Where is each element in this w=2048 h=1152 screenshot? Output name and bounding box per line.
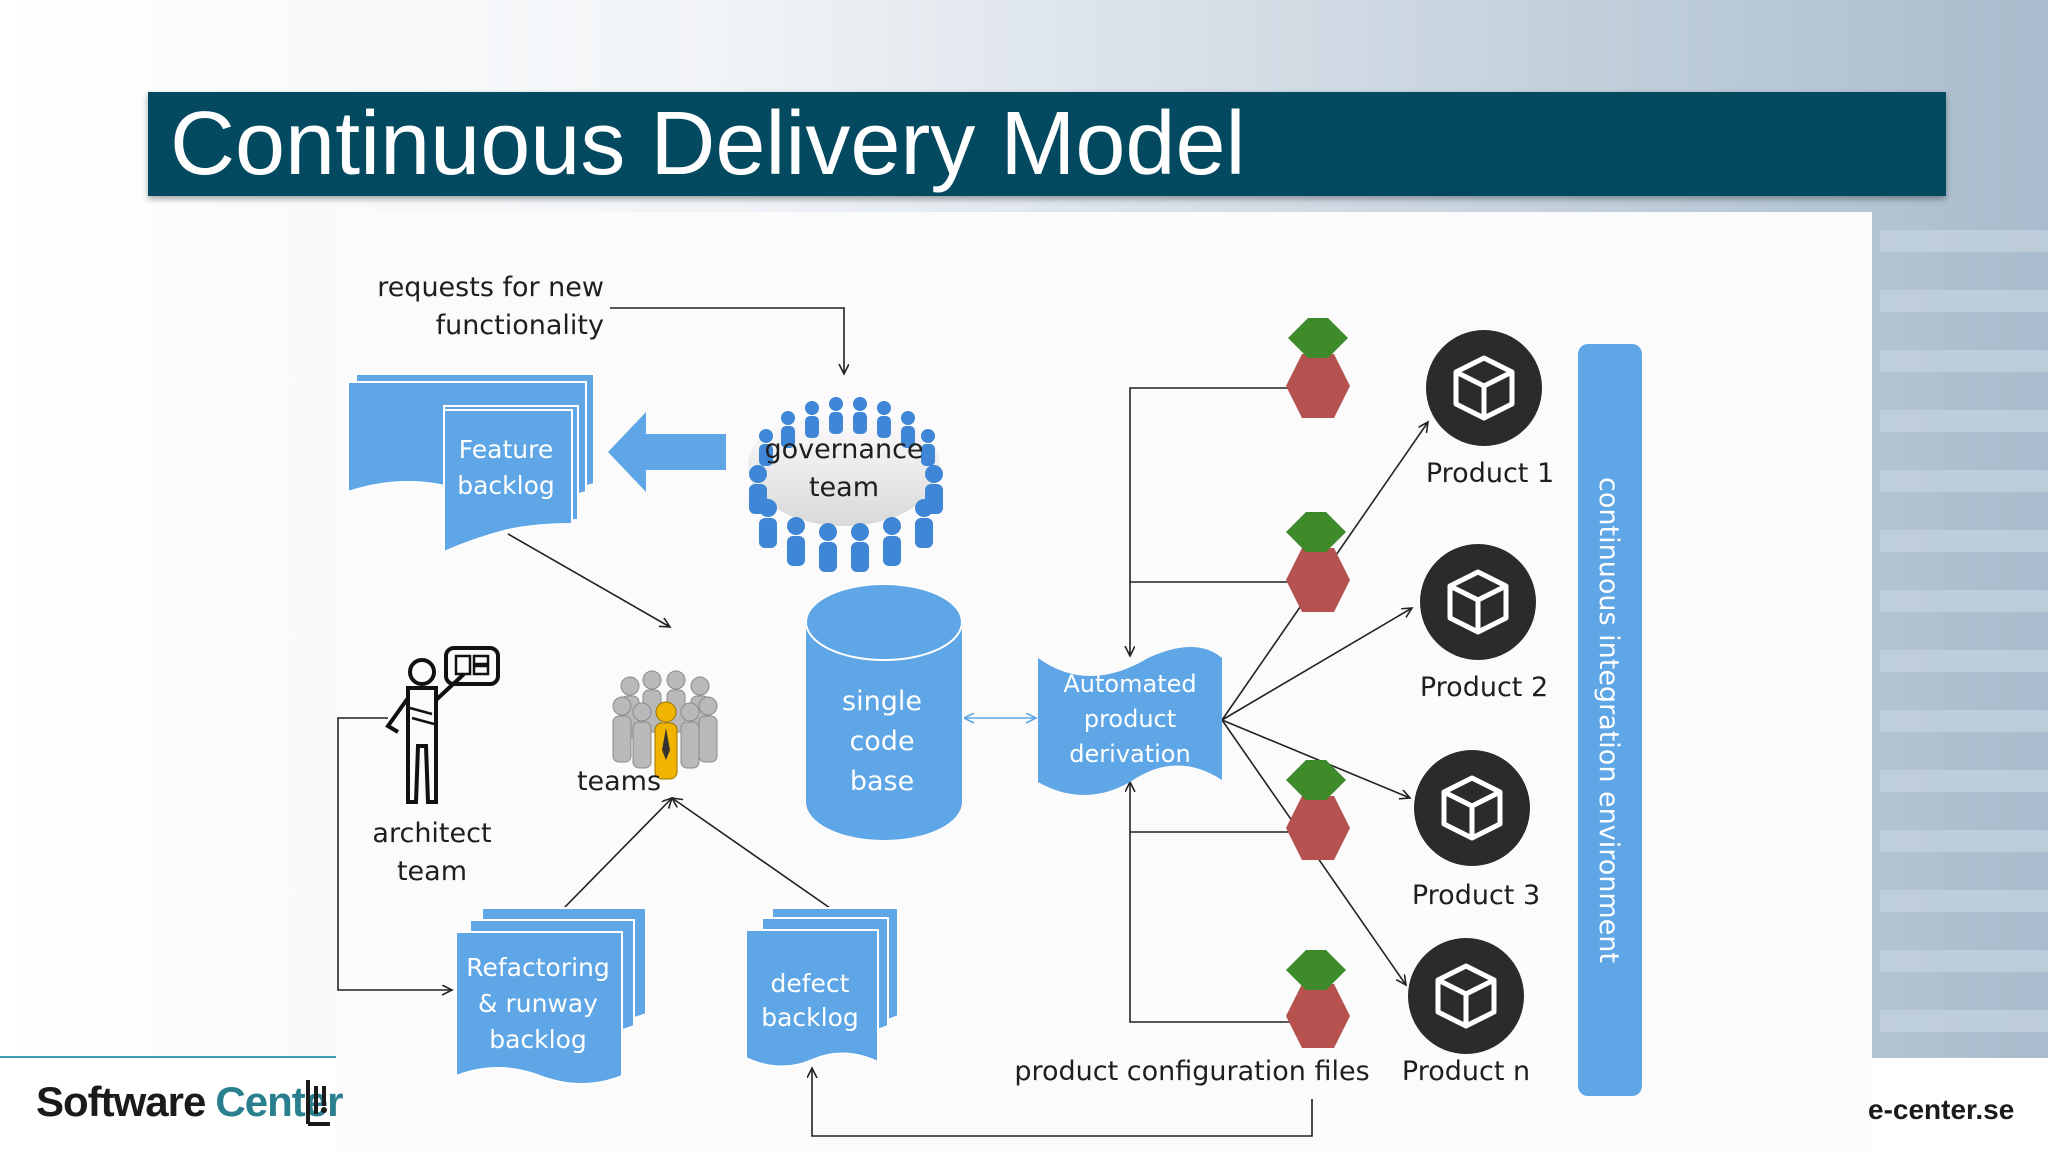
diagram-panel: requests for new functionality Feature b… [336,212,1872,1152]
hexagon-config-icon [1286,760,1350,860]
product-cube-icon [1426,330,1542,446]
architect-icon [385,646,500,804]
code-base-label-3: base [850,766,914,797]
refactoring-backlog: Refactoring & runway backlog [455,907,647,1085]
product-1-label: Product 1 [1426,458,1554,489]
defect-backlog: defect backlog [745,907,899,1068]
connectors [337,307,1428,1137]
teams-label: teams [577,766,661,797]
teams-icon [612,670,718,780]
brand-logo-icon [306,1080,330,1126]
brand-word-1: Software [36,1078,206,1125]
feature-backlog-label-1: Feature [459,435,553,464]
governance-label-2: team [809,472,879,503]
requests-label-line2: functionality [436,310,604,341]
requests-label-line1: requests for new [377,272,604,303]
code-base-label-1: single [842,686,922,717]
hexagon-config-icon [1286,318,1350,418]
feature-backlog-label-2: backlog [457,471,555,500]
derivation-label-2: product [1084,705,1176,733]
derivation-label-3: derivation [1069,740,1190,768]
hexagon-config-icon [1286,512,1350,612]
product-2-label: Product 2 [1420,672,1548,703]
footer-divider [0,1056,336,1058]
single-code-base: single code base [805,583,963,840]
governance-people-icon [748,397,943,572]
architect-label-2: team [397,856,467,887]
product-cube-icon [1420,544,1536,660]
ci-environment-bar: continuous integration environment [1578,344,1642,1096]
footer-url: e-center.se [1868,1094,2015,1125]
defect-label-1: defect [771,969,850,998]
product-cube-icon [1408,938,1524,1054]
governance-label-1: governance [764,434,923,465]
title-bar: Continuous Delivery Model [148,92,1946,196]
hexagon-config-icon [1286,950,1350,1048]
defect-label-2: backlog [761,1003,859,1032]
config-files-label: product configuration files [1014,1056,1369,1087]
ci-environment-label: continuous integration environment [1593,477,1624,963]
feature-backlog: Feature backlog [347,373,595,554]
refactoring-label-1: Refactoring [466,953,610,982]
derivation-label-1: Automated [1063,670,1196,698]
handoff-arrow-icon [608,412,726,492]
product-n-label: Product n [1402,1056,1530,1087]
code-base-label-2: code [849,726,914,757]
refactoring-label-3: backlog [489,1025,587,1054]
product-cube-icon [1414,750,1530,866]
slide-title: Continuous Delivery Model [170,94,1246,194]
product-3-label: Product 3 [1412,880,1540,911]
automated-product-derivation: Automated product derivation [1038,647,1222,795]
architect-label-1: architect [372,818,491,849]
refactoring-label-2: & runway [478,989,598,1018]
